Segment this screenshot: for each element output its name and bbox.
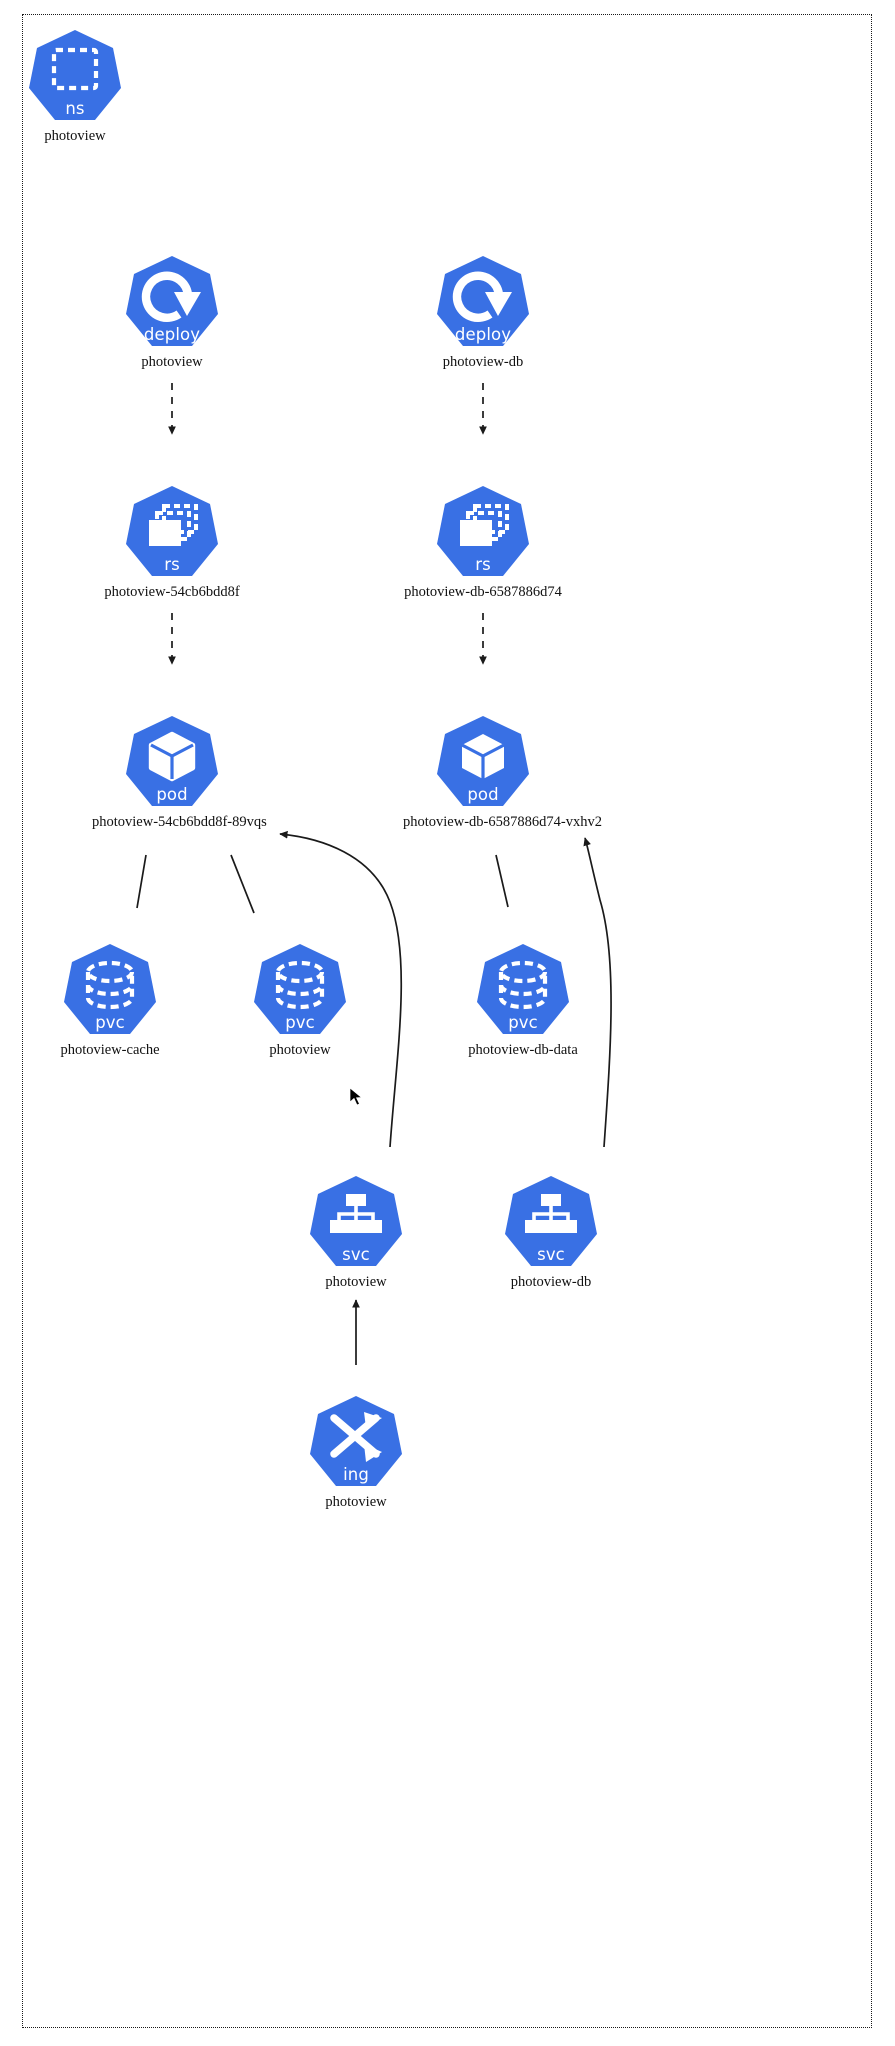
service-icon: svc xyxy=(501,1172,601,1272)
node-service-photoview[interactable]: svc photoview xyxy=(276,1172,436,1291)
ingress-name-label: photoview xyxy=(325,1494,387,1510)
node-replicaset-photoview[interactable]: rs photoview-54cb6bdd8f xyxy=(92,482,252,601)
service-icon: svc xyxy=(306,1172,406,1272)
mouse-cursor-icon xyxy=(349,1087,363,1106)
node-pvc-photoview[interactable]: pvc photoview xyxy=(220,940,380,1059)
node-pvc-photoview-cache[interactable]: pvc photoview-cache xyxy=(30,940,190,1059)
pvc-name-label: photoview xyxy=(269,1042,331,1058)
replicaset-icon: rs xyxy=(122,482,222,582)
node-replicaset-photoview-db[interactable]: rs photoview-db-6587886d74 xyxy=(403,482,563,601)
namespace-cluster-border xyxy=(22,14,872,2028)
node-service-photoview-db[interactable]: svc photoview-db xyxy=(471,1172,631,1291)
deployment-kind-label: deploy xyxy=(143,324,201,344)
ingress-kind-label: ing xyxy=(343,1464,369,1484)
deployment-icon: deploy xyxy=(433,252,533,352)
pod-icon: pod xyxy=(433,712,533,812)
ingress-icon: ing xyxy=(306,1392,406,1492)
pod-name-label: photoview-db-6587886d74-vxhv2 xyxy=(403,814,602,830)
pod-name-label: photoview-54cb6bdd8f-89vqs xyxy=(92,814,267,830)
node-pvc-photoview-db-data[interactable]: pvc photoview-db-data xyxy=(443,940,603,1059)
service-kind-label: svc xyxy=(537,1244,565,1264)
deployment-icon: deploy xyxy=(122,252,222,352)
deployment-kind-label: deploy xyxy=(454,324,512,344)
replicaset-name-label: photoview-db-6587886d74 xyxy=(404,584,562,600)
service-kind-label: svc xyxy=(342,1244,370,1264)
namespace-name-label: photoview xyxy=(44,128,106,144)
replicaset-kind-label: rs xyxy=(164,554,180,574)
pod-kind-label: pod xyxy=(467,784,499,804)
namespace-icon: ns xyxy=(25,26,125,126)
node-pod-photoview-db[interactable]: pod photoview-db-6587886d74-vxhv2 xyxy=(403,712,602,831)
node-deployment-photoview-db[interactable]: deploy photoview-db xyxy=(403,252,563,371)
service-name-label: photoview-db xyxy=(510,1274,592,1290)
node-ingress-photoview[interactable]: ing photoview xyxy=(276,1392,436,1511)
pvc-icon: pvc xyxy=(60,940,160,1040)
pod-icon: pod xyxy=(122,712,222,812)
pvc-name-label: photoview-db-data xyxy=(468,1042,578,1058)
pvc-name-label: photoview-cache xyxy=(60,1042,160,1058)
namespace-kind-label: ns xyxy=(65,98,85,118)
node-deployment-photoview[interactable]: deploy photoview xyxy=(92,252,252,371)
replicaset-name-label: photoview-54cb6bdd8f xyxy=(104,584,240,600)
pvc-icon: pvc xyxy=(250,940,350,1040)
pvc-kind-label: pvc xyxy=(508,1012,538,1032)
node-namespace-photoview[interactable]: ns photoview xyxy=(0,26,155,145)
replicaset-icon: rs xyxy=(433,482,533,582)
pod-kind-label: pod xyxy=(156,784,188,804)
deployment-name-label: photoview xyxy=(141,354,203,370)
pvc-icon: pvc xyxy=(473,940,573,1040)
pvc-kind-label: pvc xyxy=(285,1012,315,1032)
node-pod-photoview[interactable]: pod photoview-54cb6bdd8f-89vqs xyxy=(92,712,267,831)
pvc-kind-label: pvc xyxy=(95,1012,125,1032)
replicaset-kind-label: rs xyxy=(475,554,491,574)
deployment-name-label: photoview-db xyxy=(442,354,524,370)
service-name-label: photoview xyxy=(325,1274,387,1290)
